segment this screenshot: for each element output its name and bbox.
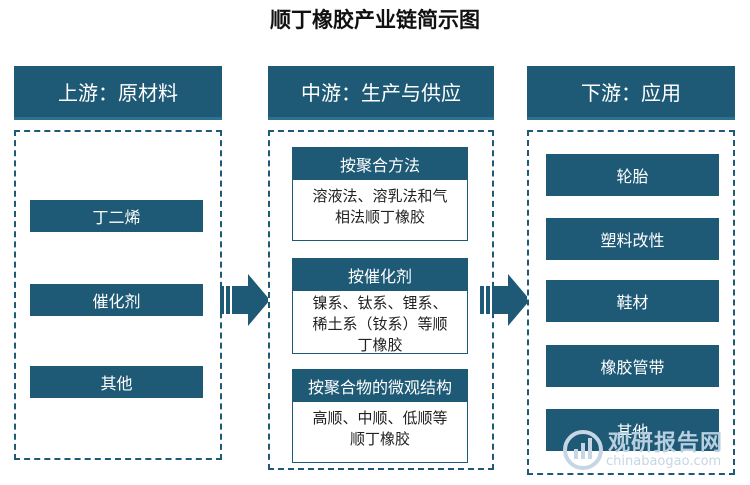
downstream-item: 其他 <box>546 409 719 451</box>
midstream-header: 中游：生产与供应 <box>268 66 494 120</box>
upstream-item: 丁二烯 <box>30 200 203 232</box>
diagram-title: 顺丁橡胶产业链简示图 <box>270 7 480 32</box>
downstream-item: 鞋材 <box>546 280 719 322</box>
downstream-item: 橡胶管带 <box>546 345 719 387</box>
group-title: 按催化剂 <box>293 259 467 291</box>
group-title: 按聚合物的微观结构 <box>293 370 467 402</box>
watermark-logo-icon <box>563 430 603 470</box>
watermark-en: chinabaogao.com <box>606 454 722 469</box>
downstream-item: 塑料改性 <box>546 218 719 260</box>
watermark-cn: 观研报告网 <box>608 431 724 456</box>
flow-arrow-icon <box>220 274 270 326</box>
upstream-item: 其他 <box>30 366 203 398</box>
group-body: 镍系、钛系、锂系、 稀土系（钕系）等顺 丁橡胶 <box>312 294 448 354</box>
upstream-item: 催化剂 <box>30 284 203 316</box>
downstream-header: 下游：应用 <box>527 66 735 120</box>
flow-arrow-icon <box>480 274 530 326</box>
method-group: 按聚合方法 溶液法、溶乳法和气 相法顺丁橡胶 <box>292 147 468 241</box>
watermark: 观研报告网 chinabaogao.com <box>560 425 750 480</box>
group-body: 高顺、中顺、低顺等 顺丁橡胶 <box>312 409 448 448</box>
downstream-item: 轮胎 <box>546 154 719 196</box>
structure-group: 按聚合物的微观结构 高顺、中顺、低顺等 顺丁橡胶 <box>292 369 468 463</box>
upstream-header: 上游：原材料 <box>14 66 222 120</box>
group-body: 溶液法、溶乳法和气 相法顺丁橡胶 <box>312 187 448 226</box>
group-title: 按聚合方法 <box>293 148 467 180</box>
catalyst-group: 按催化剂 镍系、钛系、锂系、 稀土系（钕系）等顺 丁橡胶 <box>292 258 468 354</box>
